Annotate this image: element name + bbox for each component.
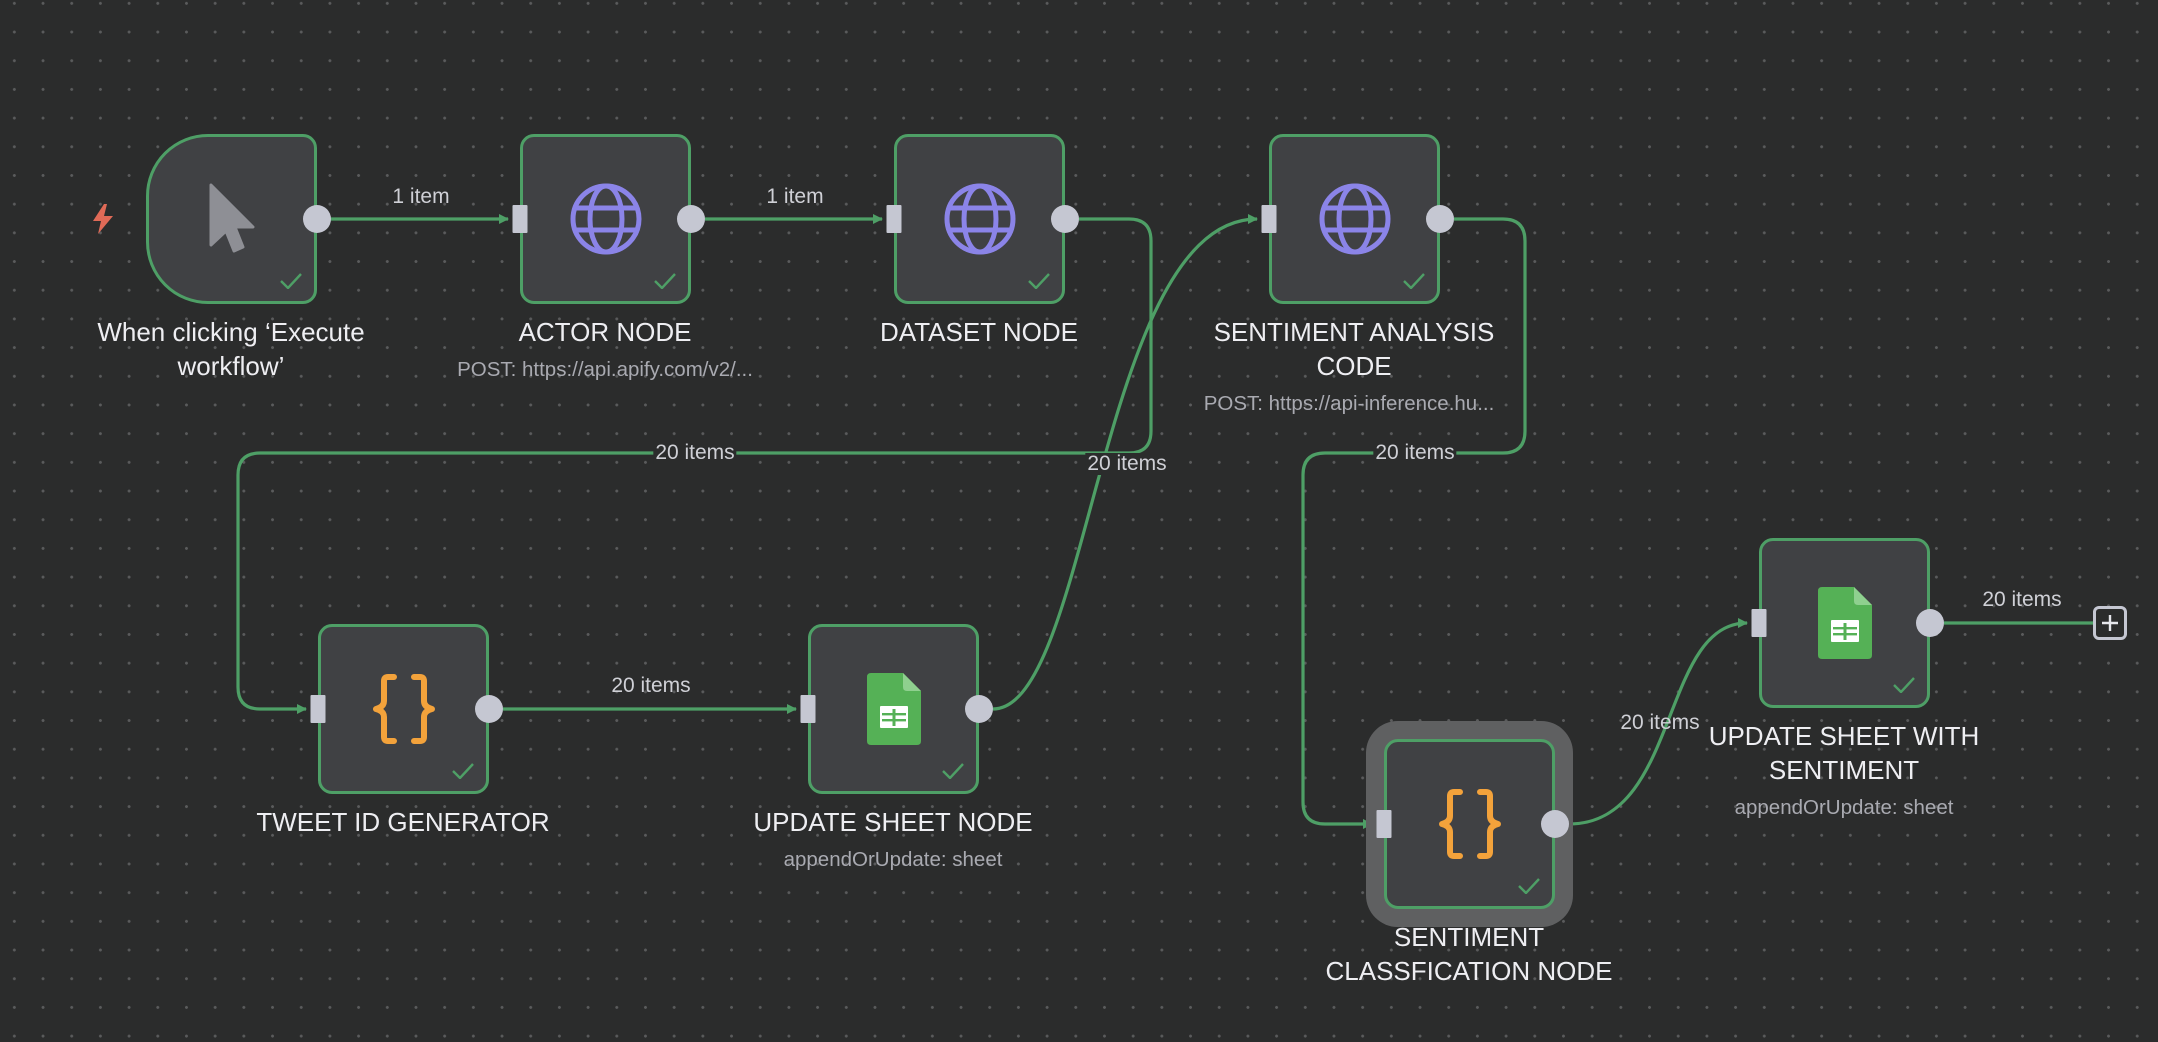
trigger-bolt-icon xyxy=(93,204,113,234)
add-node-button[interactable] xyxy=(2093,606,2127,640)
edge-label: 20 items xyxy=(611,674,691,697)
edge-label: 1 item xyxy=(392,185,450,208)
input-handle[interactable] xyxy=(800,695,816,723)
cursor-icon xyxy=(209,183,254,253)
node-subtitle: POST: https://api-inference.hu... xyxy=(1203,392,1495,415)
node-title-text: UPDATE SHEET WITH SENTIMENT xyxy=(1708,721,1980,785)
edge-classification-updatesentiment[interactable] xyxy=(1568,618,1748,826)
output-handle[interactable] xyxy=(1916,609,1944,637)
node-dataset[interactable] xyxy=(894,134,1065,304)
code-braces-icon xyxy=(372,674,435,744)
node-title: SENTIMENT CLASSFICATION NODE xyxy=(1309,920,1629,988)
plus-icon xyxy=(2102,615,2118,631)
node-title: DATASET NODE xyxy=(880,317,1078,347)
edge-label: 20 items xyxy=(1620,711,1700,734)
node-subtitle: appendOrUpdate: sheet xyxy=(1734,796,1954,819)
google-sheets-icon xyxy=(1817,587,1872,659)
success-check-icon xyxy=(654,273,676,289)
success-check-icon xyxy=(280,273,302,289)
success-check-icon xyxy=(1403,273,1425,289)
node-sentiment-classification[interactable] xyxy=(1384,739,1555,909)
input-handle[interactable] xyxy=(886,205,902,233)
node-title-text: When clicking ‘Execute workflow’ xyxy=(97,317,365,381)
edge-sentiment-classification[interactable] xyxy=(1301,217,1527,829)
input-handle[interactable] xyxy=(512,205,528,233)
code-braces-icon xyxy=(1438,789,1501,859)
node-title: TWEET ID GENERATOR xyxy=(256,807,550,837)
node-tweet-id-generator[interactable] xyxy=(318,624,489,794)
input-handle[interactable] xyxy=(310,695,326,723)
edge-label: 1 item xyxy=(766,185,824,208)
node-manual-trigger[interactable] xyxy=(146,134,317,304)
edge-label: 20 items xyxy=(1982,588,2062,611)
edge-label: 20 items xyxy=(653,441,737,464)
node-title-text: SENTIMENT CLASSFICATION NODE xyxy=(1325,922,1613,986)
output-handle[interactable] xyxy=(1051,205,1079,233)
node-actor[interactable] xyxy=(520,134,691,304)
node-update-sheet[interactable] xyxy=(808,624,979,794)
node-title: ACTOR NODE xyxy=(518,317,692,347)
edge-label: 20 items xyxy=(1085,452,1169,475)
node-title: SENTIMENT ANALYSIS CODE xyxy=(1194,315,1514,383)
output-handle[interactable] xyxy=(965,695,993,723)
node-subtitle: POST: https://api.apify.com/v2/... xyxy=(457,358,753,381)
edge-label: 20 items xyxy=(1373,441,1457,464)
node-sentiment-analysis[interactable] xyxy=(1269,134,1440,304)
success-check-icon xyxy=(1518,878,1540,894)
globe-icon xyxy=(944,183,1015,255)
node-title: UPDATE SHEET NODE xyxy=(753,807,1033,837)
input-handle[interactable] xyxy=(1376,810,1392,838)
node-update-sheet-with-sentiment[interactable] xyxy=(1759,538,1930,708)
output-handle[interactable] xyxy=(303,205,331,233)
input-handle[interactable] xyxy=(1261,205,1277,233)
success-check-icon xyxy=(942,763,964,779)
globe-icon xyxy=(1319,183,1390,255)
output-handle[interactable] xyxy=(1426,205,1454,233)
input-handle[interactable] xyxy=(1751,609,1767,637)
globe-icon xyxy=(570,183,641,255)
success-check-icon xyxy=(1028,273,1050,289)
success-check-icon xyxy=(452,763,474,779)
output-handle[interactable] xyxy=(475,695,503,723)
output-handle[interactable] xyxy=(1541,810,1569,838)
success-check-icon xyxy=(1893,677,1915,693)
output-handle[interactable] xyxy=(677,205,705,233)
google-sheets-icon xyxy=(866,673,921,745)
node-subtitle: appendOrUpdate: sheet xyxy=(783,848,1003,871)
node-title: When clicking ‘Execute workflow’ xyxy=(71,315,391,383)
node-title: UPDATE SHEET WITH SENTIMENT xyxy=(1684,719,2004,787)
node-title-text: SENTIMENT ANALYSIS CODE xyxy=(1213,317,1495,381)
